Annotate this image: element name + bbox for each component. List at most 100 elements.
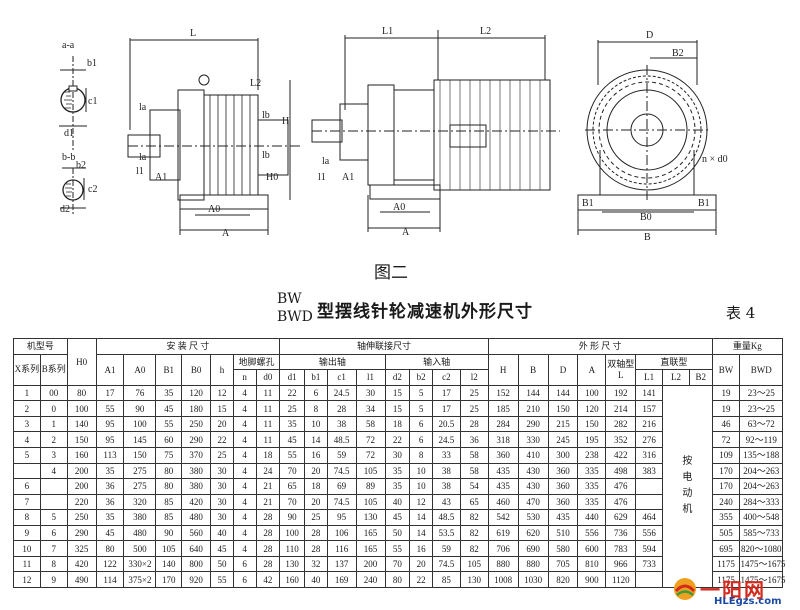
table-cell: 38 [326, 415, 357, 433]
table-cell: 4 [232, 524, 257, 542]
table-cell: 542 [487, 509, 519, 526]
motor-note-cell: 按电动机 [662, 384, 713, 589]
label-L: L [190, 28, 196, 39]
table-cell: 10 [409, 478, 433, 495]
table-cell: 82 [459, 509, 489, 526]
table-cell: 420 [181, 493, 212, 511]
table-cell: 355 [711, 509, 741, 526]
table-cell: 145 [123, 431, 157, 448]
logo-mark-icon [674, 578, 696, 600]
table-cell: 58 [459, 462, 489, 480]
hdr-d2: d2 [384, 369, 411, 386]
table-cell: 690 [517, 540, 549, 557]
table-cell: 23～25 [739, 400, 783, 417]
label-L1: L1 [382, 26, 393, 37]
table-cell [635, 493, 664, 511]
table-cell: 106 [326, 524, 357, 542]
table-cell: 45 [279, 431, 306, 448]
hdr-h0: H0 [66, 338, 97, 386]
table-cell: 276 [635, 431, 664, 448]
label-la-top: la [139, 102, 147, 113]
table-cell: 435 [487, 462, 519, 480]
table-cell: 22 [384, 431, 411, 448]
table-cell: 12 [210, 384, 234, 402]
table-cell: 1120 [605, 571, 637, 588]
table-cell: 4 [232, 431, 257, 448]
table-cell: 18 [255, 446, 281, 464]
table-cell: 150 [66, 431, 97, 448]
table-cell: 460 [487, 493, 519, 511]
label-A0-side: A0 [393, 202, 405, 213]
label-la-side: la [322, 156, 330, 167]
table-cell: 50 [384, 524, 411, 542]
table-cell: 5 [39, 509, 68, 526]
table-cell [39, 478, 68, 495]
table-cell: 35 [279, 415, 306, 433]
table-cell: 6 [304, 384, 328, 402]
hdr-c2: c2 [431, 369, 461, 386]
table-cell: 55 [210, 571, 234, 588]
table-cell: 783 [605, 540, 637, 557]
table-cell: 45 [95, 524, 125, 542]
hdr-B: B [517, 353, 549, 386]
hdr-x-series: X系列 [13, 353, 41, 386]
table-cell: 25 [304, 509, 328, 526]
table-cell: 10 [13, 540, 41, 557]
table-cell: 10 [304, 415, 328, 433]
table-cell: 14 [409, 524, 433, 542]
table-cell: 585～733 [739, 524, 783, 542]
table-number: 表 4 [726, 304, 756, 322]
table-cell: 5 [409, 400, 433, 417]
table-cell: 330 [517, 431, 549, 448]
table-cell: 2 [39, 431, 68, 448]
table-cell: 733 [635, 555, 664, 573]
table-cell: 335 [577, 493, 607, 511]
table-cell: 430 [517, 478, 549, 495]
table-cell: 60 [155, 431, 183, 448]
table-cell: 360 [547, 493, 579, 511]
table-cell: 204～263 [739, 478, 783, 495]
label-b2: b2 [76, 160, 86, 171]
table-cell: 16 [409, 540, 433, 557]
table-cell: 72 [355, 446, 386, 464]
table-cell: 335 [577, 478, 607, 495]
title-model-bwd: BWD [277, 309, 313, 325]
table-cell: 1030 [517, 571, 549, 588]
table-cell: 105 [355, 462, 386, 480]
table-cell: 619 [487, 524, 519, 542]
table-cell: 10 [409, 462, 433, 480]
table-cell: 36 [95, 493, 125, 511]
table-cell: 22 [409, 571, 433, 588]
table-cell: 250 [66, 509, 97, 526]
table-cell: 380 [181, 478, 212, 495]
table-cell: 375×2 [123, 571, 157, 588]
table-cell: 435 [487, 478, 519, 495]
table-cell: 6 [409, 415, 433, 433]
table-cell: 335 [577, 462, 607, 480]
table-cell: 30 [384, 446, 411, 464]
table-cell: 80 [384, 571, 411, 588]
table-cell: 85 [155, 509, 183, 526]
table-cell: 476 [605, 493, 637, 511]
table-cell: 75 [155, 446, 183, 464]
table-cell: 325 [66, 540, 97, 557]
hdr-B1: B1 [155, 353, 183, 386]
label-d2: d2 [60, 204, 70, 215]
table-cell: 157 [635, 400, 664, 417]
table-cell: 195 [577, 431, 607, 448]
table-cell: 810 [577, 555, 607, 573]
table-cell: 35 [384, 478, 411, 495]
table-cell: 12 [409, 493, 433, 511]
table-cell: 76 [123, 384, 157, 402]
hdr-b-series: B系列 [39, 353, 68, 386]
table-cell: 74.5 [431, 555, 461, 573]
table-cell: 240 [711, 493, 741, 511]
table-cell: 20.5 [431, 415, 461, 433]
table-cell: 30 [210, 478, 234, 495]
table-cell: 30 [210, 462, 234, 480]
table-cell: 215 [547, 415, 579, 433]
table-cell: 360 [547, 462, 579, 480]
